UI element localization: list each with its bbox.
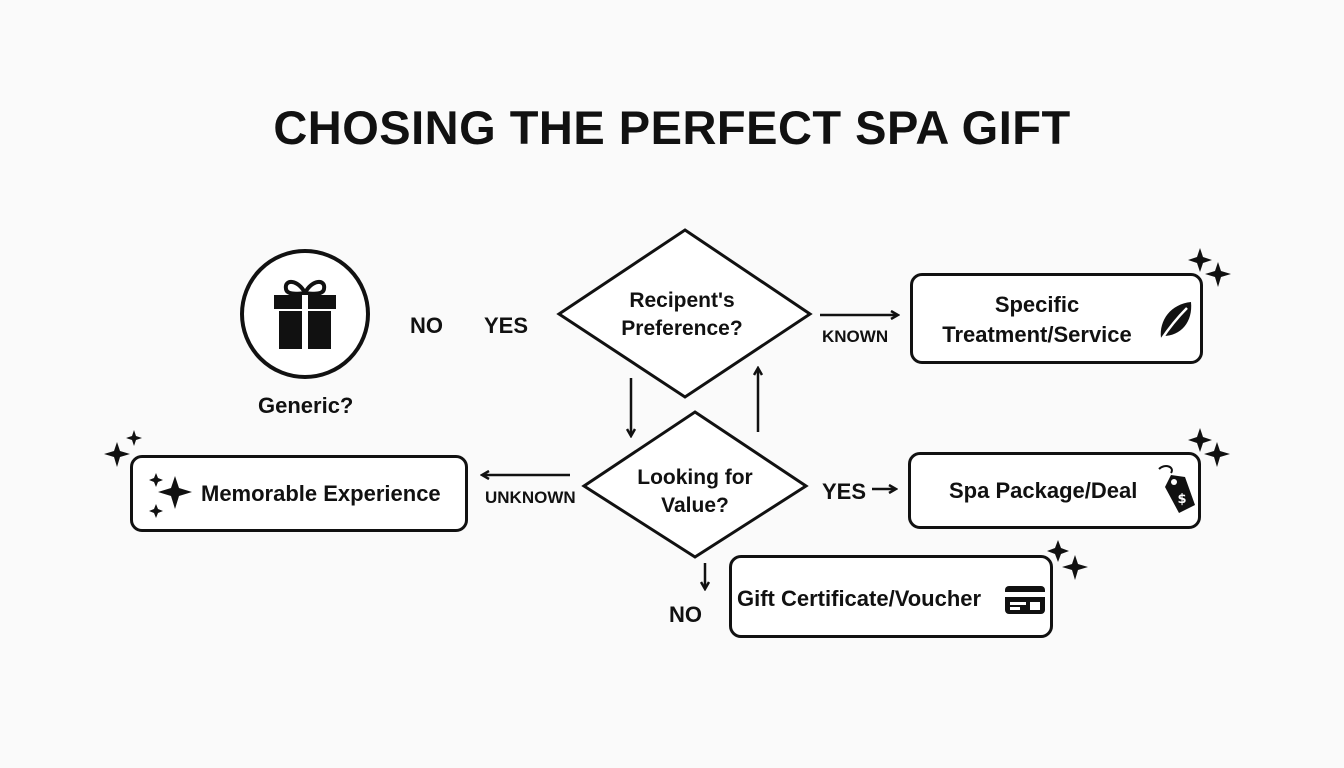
edge-label-no: NO: [669, 602, 702, 627]
svg-text:$: $: [1177, 492, 1186, 507]
start-label: Generic?: [258, 393, 354, 418]
sparkle-decoration-top-right: [1188, 248, 1231, 287]
outcome-gift-voucher: Gift Certificate/Voucher: [729, 555, 1053, 638]
outcome-specific-treatment: Specific Treatment/Service: [910, 273, 1203, 364]
decision-value-line1: Looking for: [637, 466, 753, 489]
edge-label-yes: YES: [822, 479, 867, 504]
branch-label-yes: YES: [484, 313, 529, 338]
outcome-memorable-label: Memorable Experience: [201, 481, 441, 506]
start-gift-circle: [240, 249, 370, 379]
decision-value-text: Looking for Value?: [605, 464, 785, 520]
outcome-memorable-experience: Memorable Experience: [130, 455, 468, 532]
card-icon: [1005, 586, 1045, 614]
leaf-icon: [1159, 302, 1192, 341]
edge-label-known: KNOWN: [822, 327, 889, 346]
sparkle-decoration-package: [1188, 428, 1230, 467]
branch-label-no: NO: [410, 313, 443, 338]
decision-preference-line1: Recipent's: [629, 289, 735, 312]
outcome-voucher-label: Gift Certificate/Voucher: [737, 586, 982, 611]
decision-value-line2: Value?: [661, 494, 729, 517]
edge-label-unknown: UNKNOWN: [485, 488, 576, 507]
outcome-package-label: Spa Package/Deal: [949, 478, 1138, 503]
decision-diamond-preference: [556, 228, 813, 399]
outcome-specific-text: Specific Treatment/Service: [927, 290, 1147, 350]
price-tag-icon: $: [1158, 465, 1195, 513]
sparkle-decoration-left: [104, 430, 142, 467]
sparkle-icon: [149, 473, 192, 518]
sparkle-decoration-voucher: [1047, 540, 1088, 580]
decision-preference-text: Recipent's Preference?: [592, 287, 772, 343]
decision-diamond-value: [581, 410, 809, 559]
outcome-spa-package: Spa Package/Deal $: [908, 452, 1201, 529]
decision-preference-line2: Preference?: [621, 317, 743, 340]
outcome-specific-line2: Treatment/Service: [942, 322, 1132, 347]
outcome-specific-line1: Specific: [994, 292, 1080, 317]
gift-icon: [274, 280, 336, 349]
page-title: CHOSING THE PERFECT SPA GIFT: [273, 101, 1071, 154]
